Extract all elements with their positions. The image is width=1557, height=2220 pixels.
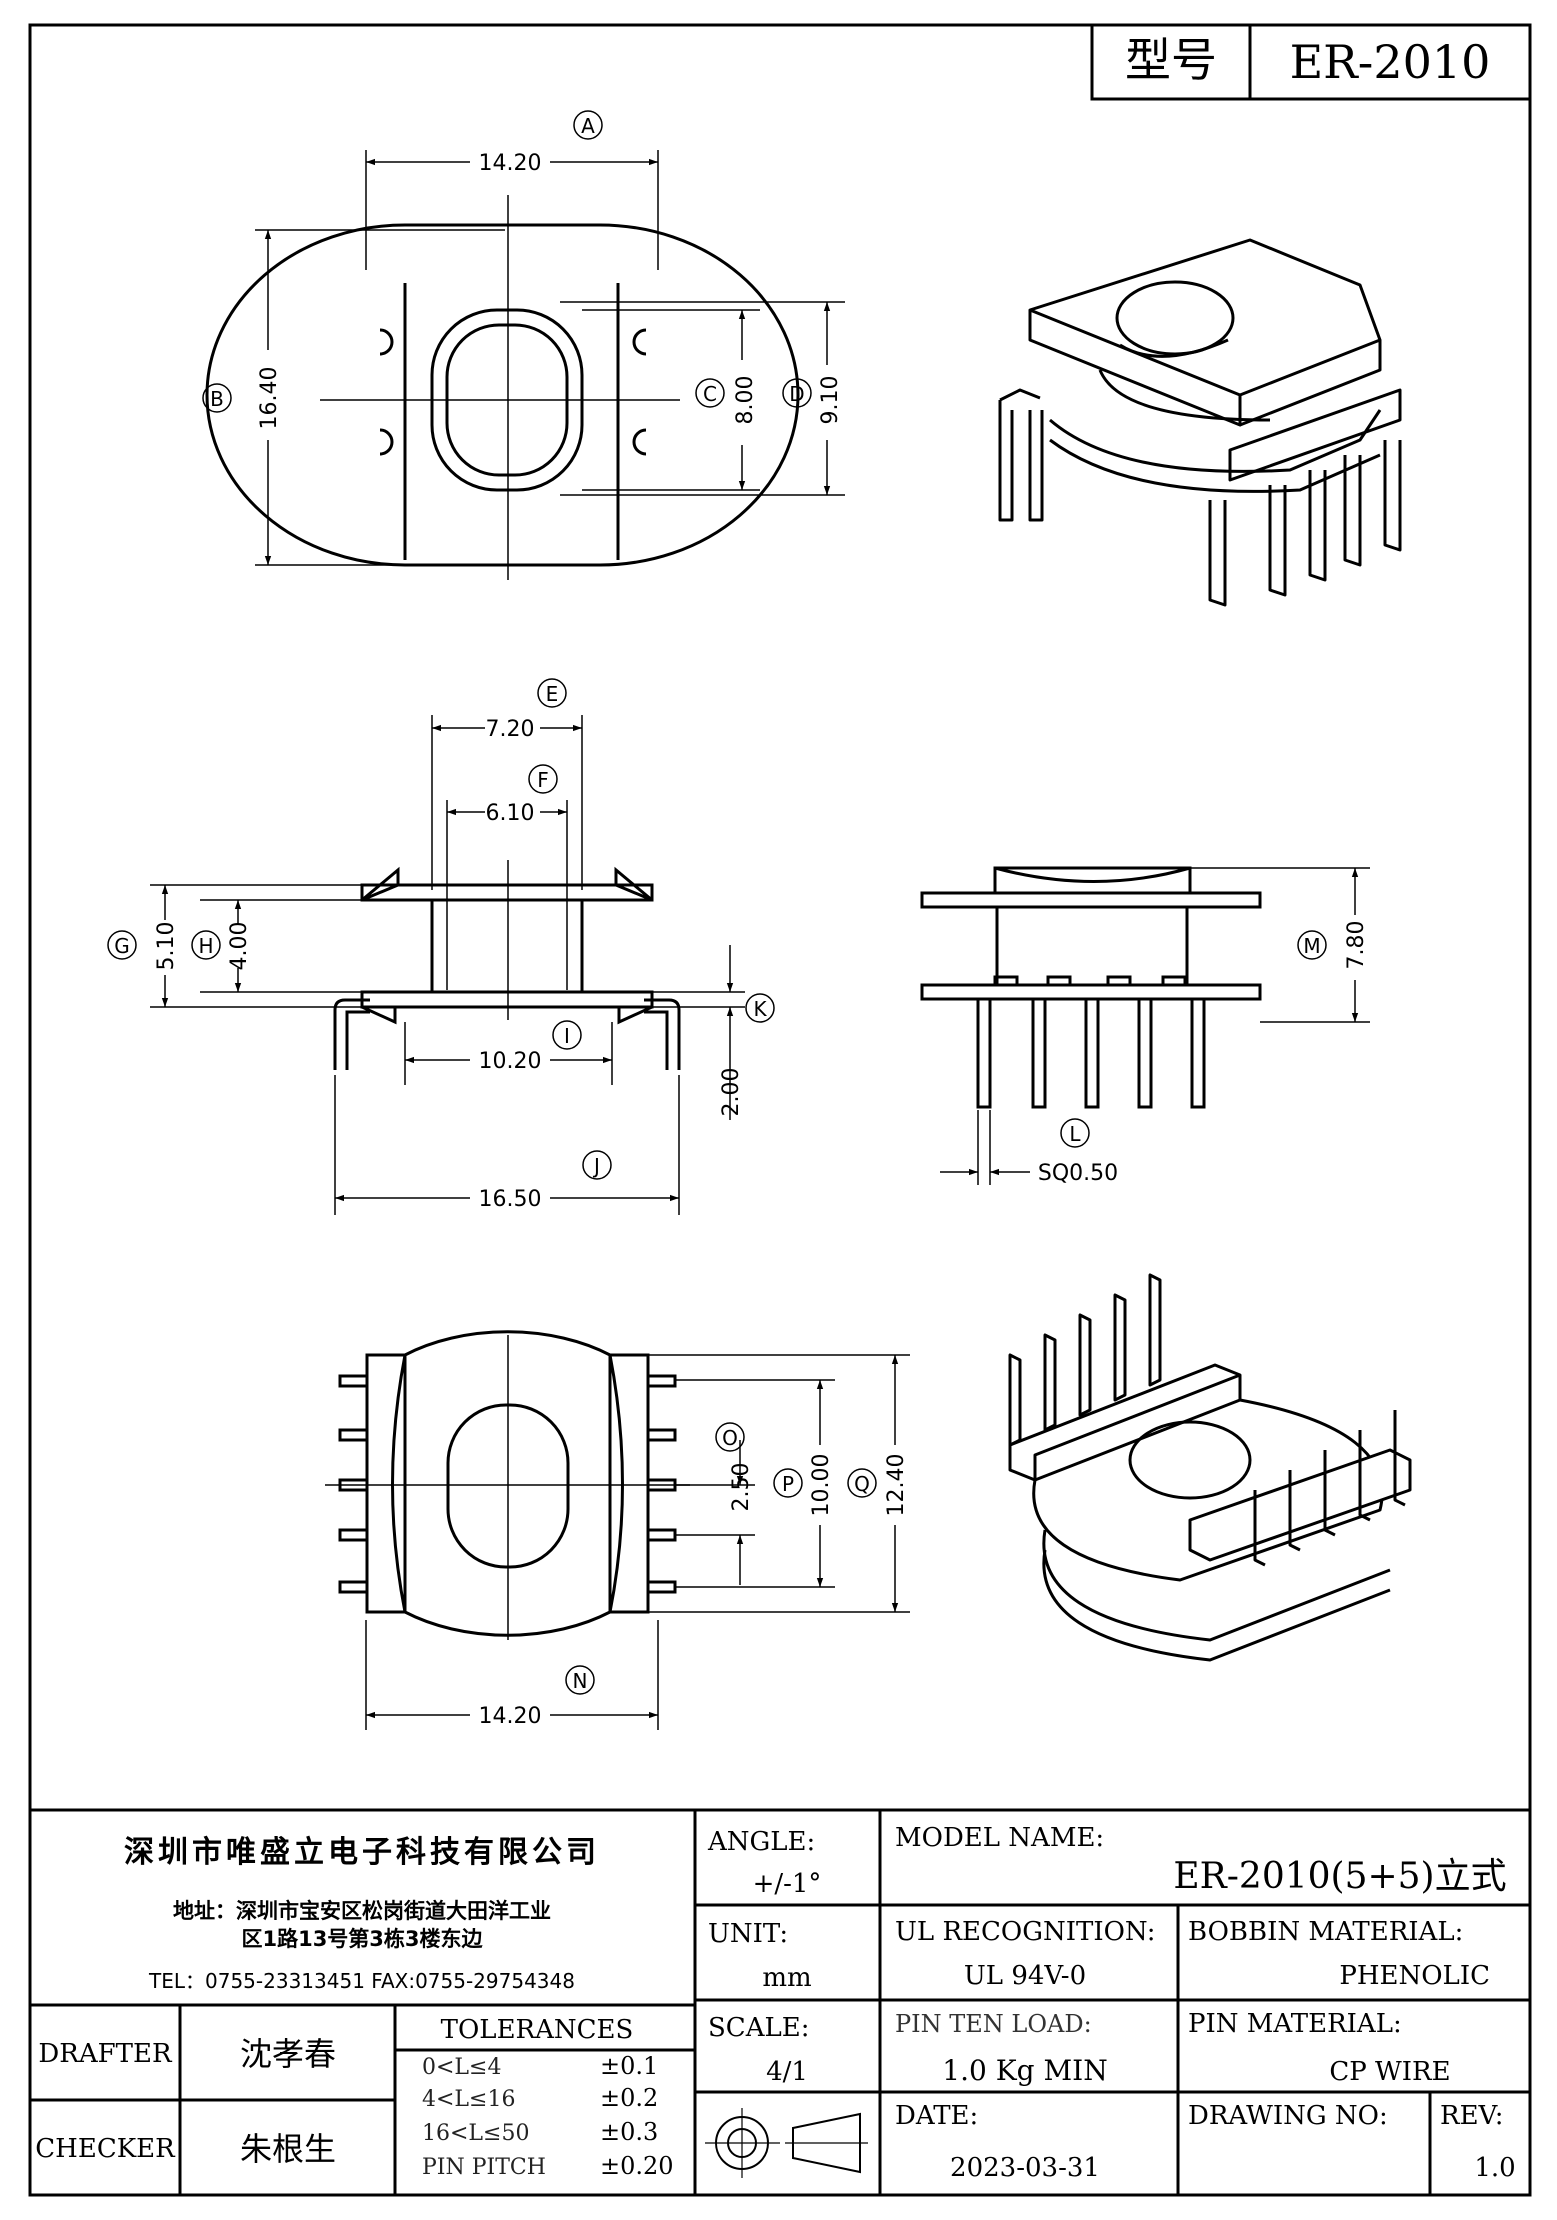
side-view-labels: M 7.80 L SQ0.50	[1038, 921, 1369, 1186]
dim-value-d: 9.10	[818, 376, 843, 425]
ul-label: UL RECOGNITION:	[895, 1917, 1156, 1947]
bottom-view-labels: O 2.50 P 10.00 Q 12.40 N 14.20	[479, 1422, 909, 1729]
projection-symbol-icon	[705, 2108, 868, 2178]
company-address-line1: 地址：深圳市宝安区松岗街道大田洋工业	[173, 1899, 551, 1923]
tolerance-value-1: ±0.1	[600, 2052, 658, 2080]
drafter-label: DRAFTER	[38, 2039, 173, 2069]
front-view-labels: E 7.20 F 6.10 G 5.10 H 4.00 I 10.20 J 16…	[107, 678, 775, 1212]
top-view	[205, 195, 800, 580]
dim-value-k: 2.00	[719, 1068, 744, 1117]
dim-letter-q: Q	[854, 1472, 870, 1496]
dim-letter-o: O	[722, 1426, 738, 1450]
dim-letter-e: E	[546, 682, 559, 706]
dim-value-m: 7.80	[1344, 921, 1369, 970]
rev-value: 1.0	[1474, 2153, 1515, 2183]
angle-value: +/-1°	[753, 1869, 822, 1899]
model-name-value: ER-2010(5+5)立式	[1173, 1856, 1506, 1897]
dim-letter-l: L	[1069, 1122, 1081, 1146]
tolerances-title: TOLERANCES	[441, 2015, 634, 2045]
top-view-labels: A 14.20 B 16.40 C 8.00 D 9.10	[202, 110, 843, 430]
company-tel-fax: TEL：0755-23313451 FAX:0755-29754348	[148, 1969, 575, 1993]
top-view-dims	[255, 150, 845, 566]
tolerance-value-3: ±0.3	[600, 2118, 658, 2146]
pin-material-label: PIN MATERIAL:	[1188, 2009, 1402, 2039]
tolerance-range-4: PIN PITCH	[422, 2155, 546, 2180]
scale-value: 4/1	[766, 2057, 808, 2087]
date-value: 2023-03-31	[950, 2153, 1100, 2183]
dim-letter-p: P	[782, 1472, 794, 1496]
model-name-label: MODEL NAME:	[895, 1823, 1104, 1853]
angle-label: ANGLE:	[707, 1827, 815, 1857]
unit-value: mm	[762, 1963, 811, 1993]
dim-value-i: 10.20	[479, 1049, 542, 1074]
dim-letter-c: C	[703, 382, 717, 406]
dim-value-g: 5.10	[154, 922, 179, 971]
model-header-value: ER-2010	[1290, 35, 1491, 89]
scale-label: SCALE:	[708, 2013, 810, 2043]
dim-letter-i: I	[564, 1024, 570, 1048]
dim-letter-g: G	[114, 934, 130, 958]
bottom-view-dims	[365, 1354, 910, 1730]
dim-letter-j: J	[592, 1154, 600, 1178]
pin-material-value: CP WIRE	[1329, 2057, 1450, 2087]
rev-label: REV:	[1440, 2101, 1503, 2131]
pin-load-label: PIN TEN LOAD:	[895, 2010, 1092, 2038]
tolerance-range-1: 0<L≤4	[422, 2055, 501, 2080]
bobbin-material-value: PHENOLIC	[1339, 1961, 1490, 1991]
dim-value-n: 14.20	[479, 1704, 542, 1729]
bottom-view	[325, 1330, 690, 1640]
dim-value-p: 10.00	[809, 1454, 834, 1517]
title-block	[30, 1808, 1530, 2195]
sheet-border	[28, 23, 1532, 2197]
checker-name: 朱根生	[240, 2130, 336, 2168]
unit-label: UNIT:	[708, 1919, 788, 1949]
dim-value-l: SQ0.50	[1038, 1161, 1118, 1186]
dim-value-j: 16.50	[479, 1187, 542, 1212]
side-view-dims	[940, 867, 1370, 1185]
tolerance-range-2: 4<L≤16	[422, 2087, 515, 2112]
dim-letter-f: F	[537, 768, 549, 792]
dim-value-q: 12.40	[884, 1454, 909, 1517]
dim-value-o: 2.50	[729, 1463, 754, 1512]
drawing-no-label: DRAWING NO:	[1188, 2101, 1388, 2131]
front-view	[333, 860, 681, 1070]
drafter-name: 沈孝春	[240, 2035, 336, 2073]
front-view-dims	[150, 715, 745, 1215]
ul-value: UL 94V-0	[964, 1961, 1086, 1991]
tolerance-range-3: 16<L≤50	[422, 2121, 529, 2146]
date-label: DATE:	[895, 2101, 978, 2131]
tolerance-value-4: ±0.20	[600, 2152, 674, 2180]
side-view	[920, 866, 1262, 1109]
dim-letter-n: N	[573, 1669, 588, 1693]
model-header: 型号 ER-2010	[1090, 23, 1532, 101]
dim-letter-m: M	[1303, 934, 1320, 958]
model-header-label: 型号	[1125, 33, 1217, 87]
dim-letter-b: B	[210, 387, 224, 411]
isometric-view-bottom	[1008, 1273, 1412, 1662]
company-info: 深圳市唯盛立电子科技有限公司 地址：深圳市宝安区松岗街道大田洋工业 区1路13号…	[124, 1835, 600, 1993]
dim-letter-a: A	[581, 114, 595, 138]
dim-value-h: 4.00	[227, 922, 252, 971]
company-address-line2: 区1路13号第3栋3楼东边	[241, 1927, 483, 1951]
dim-letter-k: K	[753, 997, 767, 1021]
dim-value-f: 6.10	[486, 801, 535, 826]
dim-value-b: 16.40	[257, 367, 282, 430]
checker-label: CHECKER	[35, 2134, 176, 2164]
tolerance-value-2: ±0.2	[600, 2084, 658, 2112]
pin-load-value: 1.0 Kg MIN	[942, 2054, 1107, 2087]
dim-value-c: 8.00	[733, 376, 758, 425]
company-name: 深圳市唯盛立电子科技有限公司	[124, 1835, 600, 1870]
dim-value-a: 14.20	[479, 151, 542, 176]
bobbin-material-label: BOBBIN MATERIAL:	[1188, 1917, 1463, 1947]
dim-value-e: 7.20	[486, 717, 535, 742]
title-block-fields: ANGLE: +/-1° UNIT: mm SCALE: 4/1 MODEL N…	[35, 1823, 1515, 2183]
dim-letter-d: D	[789, 382, 804, 406]
isometric-view-top	[998, 238, 1402, 607]
dim-letter-h: H	[198, 934, 213, 958]
